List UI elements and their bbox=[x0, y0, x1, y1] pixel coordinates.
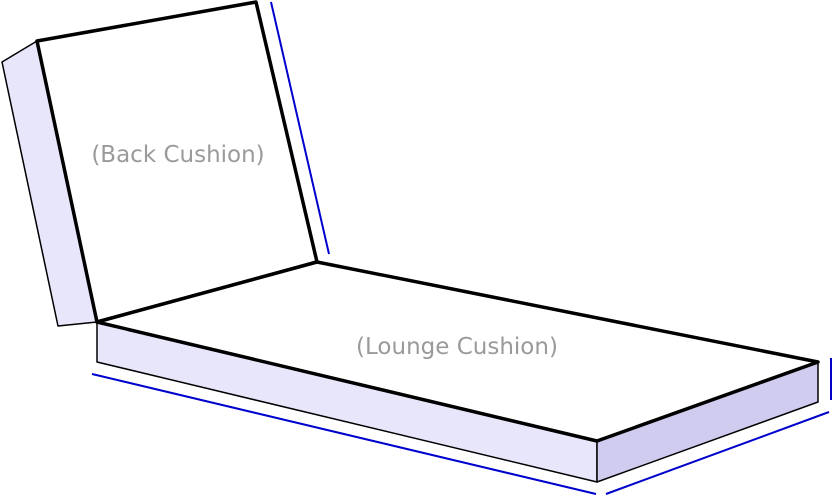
back-cushion-label: (Back Cushion) bbox=[91, 142, 264, 168]
lounge-cushion-label: (Lounge Cushion) bbox=[356, 334, 558, 360]
lounge-width-dimension-line bbox=[605, 411, 830, 495]
back-height-dimension-line bbox=[270, 1, 330, 255]
lounge-cushion-top-face bbox=[95, 260, 820, 443]
lounge-length-dimension-line bbox=[91, 373, 597, 495]
